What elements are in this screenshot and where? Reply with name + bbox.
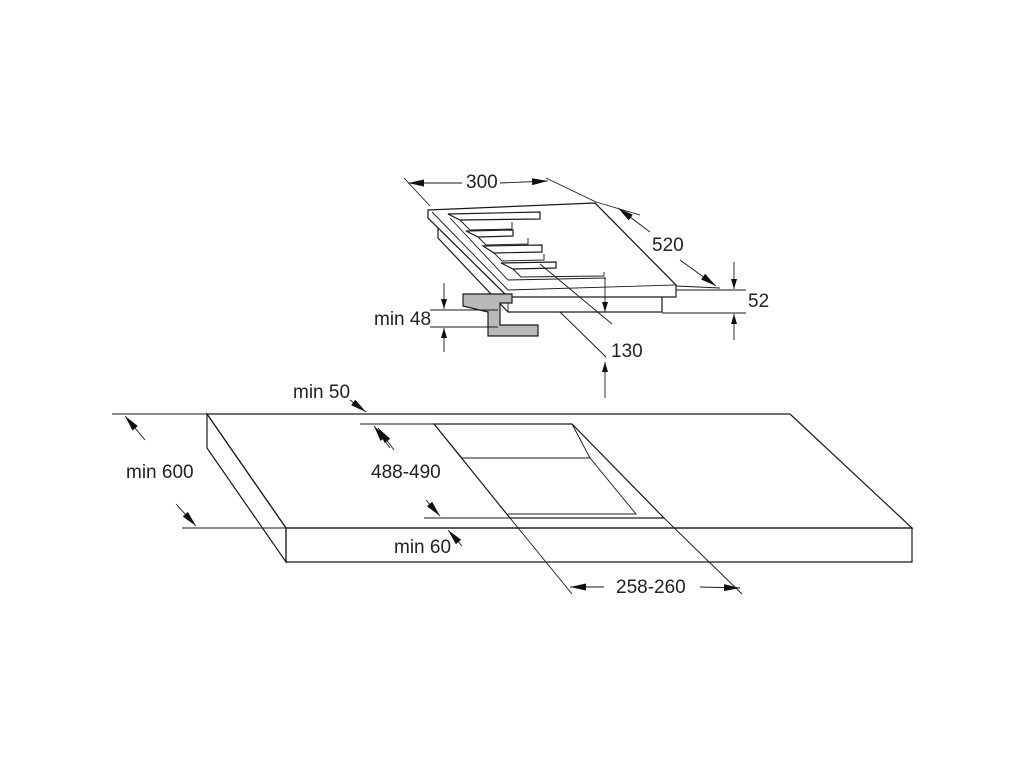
label-min-50: min 50 — [293, 382, 350, 403]
label-min-600: min 600 — [126, 462, 194, 483]
label-hob-width: 300 — [466, 172, 498, 193]
dim-min-60: min 60 — [394, 529, 463, 558]
dim-hob-thickness: 52 — [662, 262, 769, 340]
label-hob-depth: 520 — [652, 235, 684, 256]
label-hob-thickness: 52 — [748, 291, 769, 312]
dim-cutout-depth: 488-490 — [371, 427, 510, 519]
dim-min-48: min 48 — [374, 283, 498, 352]
hob-unit — [427, 202, 678, 313]
worktop-side — [206, 412, 287, 564]
label-min-48: min 48 — [374, 309, 431, 330]
label-min-60: min 60 — [394, 537, 451, 558]
mounting-bracket — [462, 293, 539, 337]
label-cutout-depth: 488-490 — [371, 462, 441, 483]
label-cutout-width: 258-260 — [616, 577, 686, 598]
dim-hob-width: 300 — [403, 172, 597, 207]
dim-min-600: min 600 — [112, 413, 286, 529]
dim-min-50: min 50 — [293, 382, 434, 449]
worktop-front — [285, 527, 913, 563]
hob-controls — [447, 211, 607, 281]
worktop — [205, 412, 914, 564]
dim-hob-depth: 520 — [595, 201, 721, 289]
cutout-outer — [432, 423, 666, 519]
worktop-top — [205, 413, 914, 529]
dim-cutout-width: 258-260 — [509, 517, 743, 598]
cutout-inner — [462, 457, 637, 515]
dim-130: 130 — [539, 263, 643, 398]
label-130: 130 — [611, 341, 643, 362]
hob-top-plate — [427, 202, 677, 298]
